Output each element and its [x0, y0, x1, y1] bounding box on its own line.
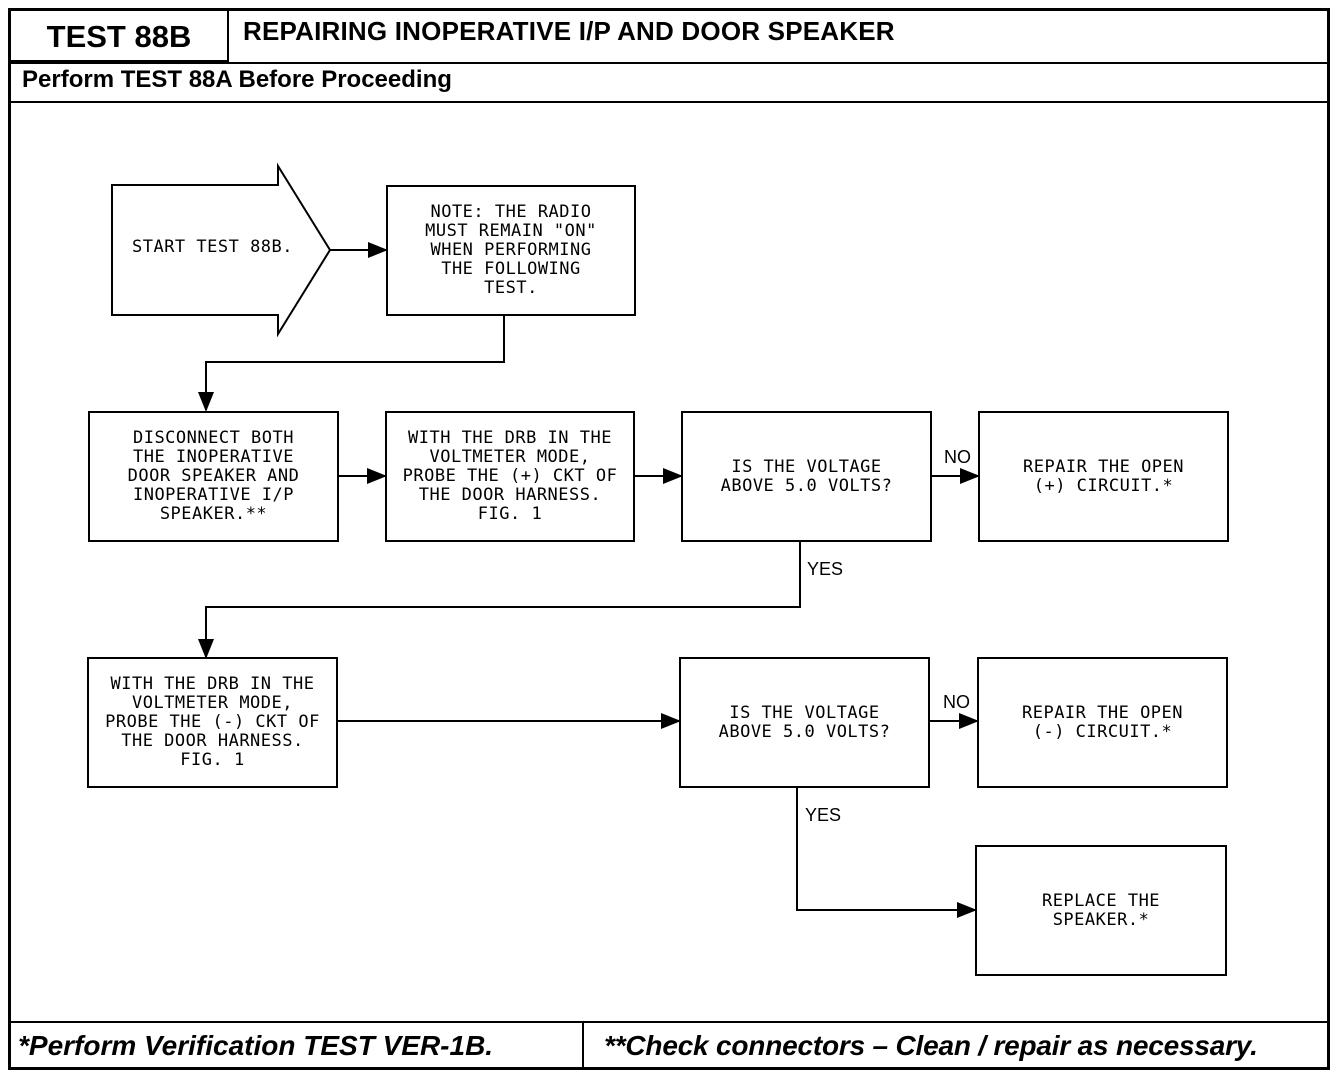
no-label-1: NO: [944, 447, 971, 467]
repair-plus-box: REPAIR THE OPEN (+) CIRCUIT.*: [978, 411, 1229, 542]
repair-minus-box: REPAIR THE OPEN (-) CIRCUIT.*: [977, 657, 1228, 788]
probe-plus-box: WITH THE DRB IN THE VOLTMETER MODE, PROB…: [385, 411, 635, 542]
subheader-divider: [11, 101, 1327, 103]
question1-box: IS THE VOLTAGE ABOVE 5.0 VOLTS?: [681, 411, 932, 542]
footer-connector-note: **Check connectors – Clean / repair as n…: [604, 1030, 1258, 1061]
test-id: TEST 88B: [11, 11, 229, 62]
yes-label-1: YES: [807, 559, 844, 579]
page-frame: [8, 8, 1330, 1070]
prerequisite-note: Perform TEST 88A Before Proceeding: [22, 66, 452, 93]
connector-question1-yes: [198, 541, 801, 659]
no-label-2: NO: [943, 692, 970, 712]
footer-column-divider: [582, 1022, 584, 1070]
connector-question2-yes: [796, 787, 977, 918]
start-label: START TEST 88B.: [131, 237, 294, 257]
header-divider: [11, 62, 1327, 64]
probe-minus-box: WITH THE DRB IN THE VOLTMETER MODE, PROB…: [87, 657, 338, 788]
replace-box: REPLACE THE SPEAKER.*: [975, 845, 1227, 976]
disconnect-box: DISCONNECT BOTH THE INOPERATIVE DOOR SPE…: [88, 411, 339, 542]
question2-box: IS THE VOLTAGE ABOVE 5.0 VOLTS?: [679, 657, 930, 788]
start-arrow-shape: [111, 162, 332, 338]
footer-divider: [11, 1021, 1327, 1023]
footer-verification-note: *Perform Verification TEST VER-1B.: [18, 1030, 494, 1061]
connector-note-disconnect: [198, 315, 505, 412]
note-box: NOTE: THE RADIO MUST REMAIN "ON" WHEN PE…: [386, 185, 636, 316]
page-title: REPAIRING INOPERATIVE I/P AND DOOR SPEAK…: [243, 16, 895, 46]
yes-label-2: YES: [805, 805, 842, 825]
